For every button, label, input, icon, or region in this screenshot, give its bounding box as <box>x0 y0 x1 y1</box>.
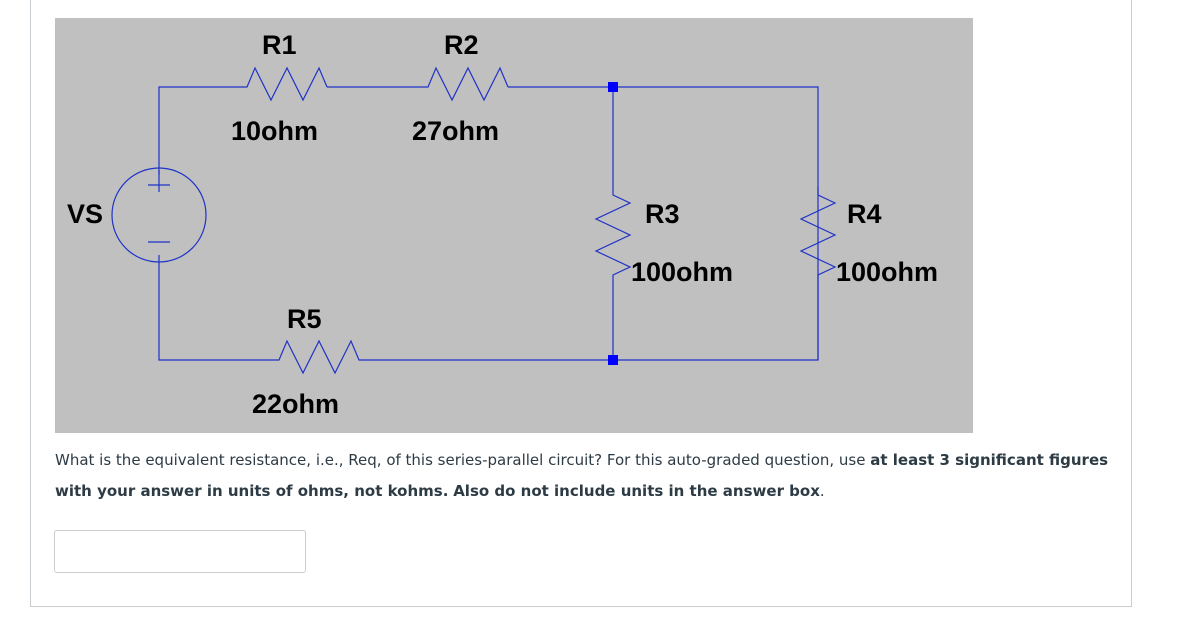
resistor-r2-value: 27ohm <box>412 116 499 146</box>
resistor-r1-value: 10ohm <box>231 116 318 146</box>
junction-node-bottom <box>608 355 618 365</box>
question-end: . <box>819 482 825 500</box>
resistor-r1-symbol <box>231 66 328 102</box>
question-text: What is the equivalent resistance, i.e.,… <box>55 445 1130 507</box>
circuit-schematic: VS R1 10ohm R2 27ohm R3 100ohm R4 100ohm… <box>55 18 973 433</box>
voltage-source-symbol <box>111 167 207 263</box>
resistor-r3-value: 100ohm <box>631 257 733 287</box>
resistor-r2-symbol <box>412 66 509 102</box>
resistor-r4-symbol <box>799 187 837 279</box>
resistor-r1-name: R1 <box>262 30 297 60</box>
circuit-wires <box>158 86 819 361</box>
resistor-r5-symbol <box>263 339 424 375</box>
answer-input[interactable] <box>54 530 306 573</box>
question-emphasis-no-units: Also do not include units in the answer … <box>453 482 820 500</box>
resistor-r5-name: R5 <box>287 304 322 334</box>
resistor-r3-symbol <box>594 187 632 279</box>
junction-node-top <box>608 82 618 92</box>
resistor-r3-name: R3 <box>645 199 680 229</box>
resistor-r4-name: R4 <box>847 199 882 229</box>
question-plain-text: What is the equivalent resistance, i.e.,… <box>55 451 871 469</box>
source-label: VS <box>67 199 103 229</box>
schematic-background <box>55 18 973 433</box>
resistor-r2-name: R2 <box>444 30 479 60</box>
resistor-r5-value: 22ohm <box>252 389 339 419</box>
resistor-r4-value: 100ohm <box>836 257 938 287</box>
question-emphasis-sig-figs: at least 3 significant figures with your… <box>55 451 1109 500</box>
